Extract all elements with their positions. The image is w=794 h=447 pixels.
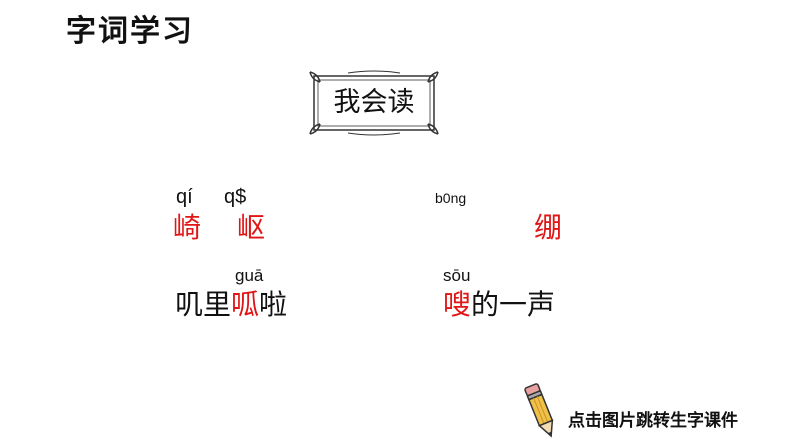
word-guala-before: 叽里 <box>175 288 232 321</box>
pinyin-beng: b0ng <box>435 190 467 206</box>
link-note[interactable]: 点击图片跳转生字课件 <box>568 411 738 431</box>
pinyin-gua: guā <box>235 266 264 285</box>
pinyin-qi: qí <box>176 186 193 208</box>
pencil-icon[interactable] <box>518 380 564 446</box>
char-gua: 呱 <box>231 288 260 321</box>
page-title: 字词学习 <box>66 14 194 49</box>
read-banner: 我会读 <box>308 70 440 136</box>
char-beng: 绷 <box>534 211 563 244</box>
banner-frame-icon <box>309 70 439 136</box>
word-guala-after: 啦 <box>259 288 288 321</box>
banner-label: 我会读 <box>333 87 415 118</box>
char-qi: 崎 <box>173 211 202 244</box>
word-guala: 叽里呱啦 <box>175 283 287 323</box>
char-qu: 岖 <box>237 211 266 244</box>
pinyin-qu: q$ <box>224 186 247 208</box>
word-sou: 嗖的一声 <box>443 283 555 323</box>
char-sou: 嗖 <box>443 288 472 321</box>
word-sou-after: 的一声 <box>471 288 556 321</box>
pinyin-sou: sōu <box>443 266 471 285</box>
